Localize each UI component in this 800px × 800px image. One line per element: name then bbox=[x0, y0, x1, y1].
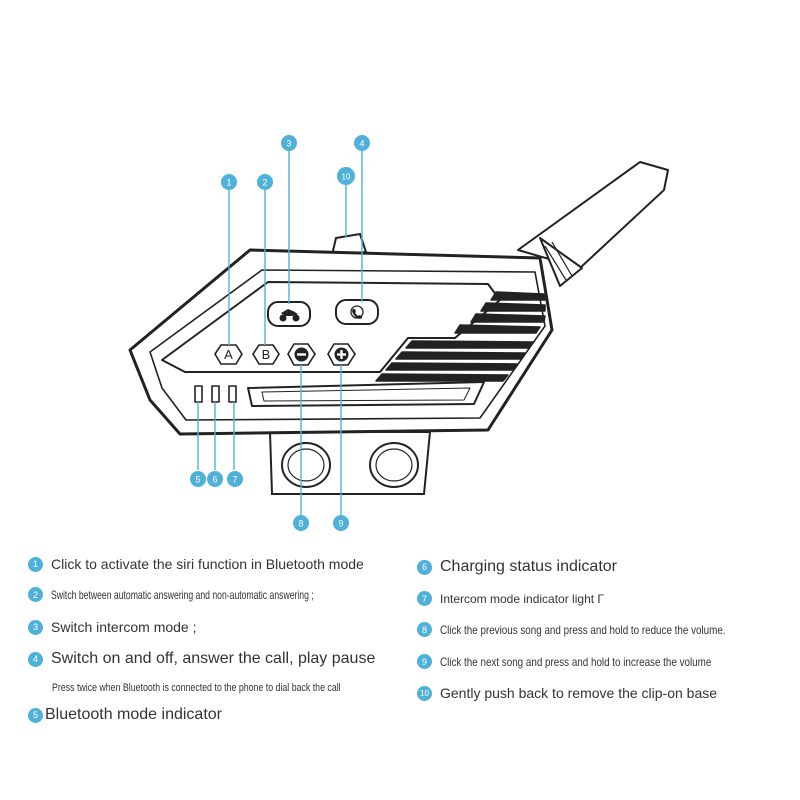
legend-text-6: Charging status indicator bbox=[440, 558, 617, 575]
siri-button-a[interactable]: A bbox=[214, 344, 243, 365]
svg-text:8: 8 bbox=[298, 519, 303, 529]
mounting-base bbox=[268, 431, 432, 495]
legend-badge-1: 1 bbox=[28, 556, 43, 572]
svg-text:10: 10 bbox=[342, 173, 351, 182]
svg-text:7: 7 bbox=[232, 475, 237, 485]
power-call-button[interactable] bbox=[335, 299, 379, 325]
volume-down-button[interactable] bbox=[287, 343, 316, 366]
legend-text-8: Click the previous song and press and ho… bbox=[440, 622, 726, 637]
legend-badge-2: 2 bbox=[28, 587, 43, 602]
callout-7: 7 bbox=[227, 471, 243, 487]
svg-text:4: 4 bbox=[359, 139, 364, 149]
legend-item-5: 5 Bluetooth mode indicator bbox=[28, 706, 222, 724]
legend-item-6: 6 Charging status indicator bbox=[417, 558, 617, 576]
legend-item-1: 1 Click to activate the siri function in… bbox=[28, 556, 364, 572]
legend-text-5: Bluetooth mode indicator bbox=[45, 706, 222, 723]
callout-9: 9 bbox=[333, 515, 349, 531]
callout-6: 6 bbox=[207, 471, 223, 487]
plus-icon bbox=[337, 350, 346, 359]
callout-3: 3 bbox=[281, 135, 297, 151]
intercom-button[interactable] bbox=[267, 301, 311, 327]
motorcycle-icon bbox=[279, 309, 300, 322]
leader-lines bbox=[197, 151, 363, 515]
legend-text-7: Intercom mode indicator light Г bbox=[440, 591, 604, 606]
legend-badge-4: 4 bbox=[28, 651, 43, 667]
legend-text-1: Click to activate the siri function in B… bbox=[51, 556, 364, 572]
callout-2: 2 bbox=[257, 174, 273, 190]
callout-8: 8 bbox=[293, 515, 309, 531]
charging-indicator-led bbox=[211, 385, 220, 403]
callout-5: 5 bbox=[190, 471, 206, 487]
legend-item-8: 8 Click the previous song and press and … bbox=[417, 622, 788, 637]
bluetooth-indicator-led bbox=[194, 385, 203, 403]
svg-text:3: 3 bbox=[286, 139, 291, 149]
callout-markers: 1 2 3 4 5 6 7 8 9 10 bbox=[190, 135, 370, 531]
auto-answer-button-b[interactable]: B bbox=[252, 344, 280, 365]
legend-badge-10: 10 bbox=[417, 685, 432, 701]
legend-item-7: 7 Intercom mode indicator light Г bbox=[417, 591, 604, 606]
minus-icon bbox=[297, 353, 306, 356]
antenna bbox=[517, 161, 669, 287]
legend-badge-9: 9 bbox=[417, 654, 432, 669]
intercom-indicator-led bbox=[228, 385, 237, 403]
phone-icon bbox=[350, 305, 364, 319]
legend-text-10: Gently push back to remove the clip-on b… bbox=[440, 685, 718, 701]
callout-4: 4 bbox=[354, 135, 370, 151]
legend-item-2: 2 Switch between automatic answering and… bbox=[28, 587, 416, 602]
legend-badge-7: 7 bbox=[417, 591, 432, 606]
legend-note-4: Press twice when Bluetooth is connected … bbox=[52, 682, 341, 694]
svg-text:9: 9 bbox=[338, 519, 343, 529]
legend-badge-6: 6 bbox=[417, 559, 432, 575]
callout-1: 1 bbox=[221, 174, 237, 190]
legend-badge-8: 8 bbox=[417, 622, 432, 637]
legend-text-9: Click the next song and press and hold t… bbox=[440, 654, 712, 669]
legend-text-4: Switch on and off, answer the call, play… bbox=[51, 650, 376, 667]
volume-up-button[interactable] bbox=[327, 343, 356, 366]
legend-badge-3: 3 bbox=[28, 619, 43, 635]
svg-text:2: 2 bbox=[262, 178, 267, 188]
legend-item-10: 10 Gently push back to remove the clip-o… bbox=[417, 685, 717, 701]
button-b-label: B bbox=[262, 347, 271, 362]
svg-text:1: 1 bbox=[226, 178, 231, 188]
legend-text-2: Switch between automatic answering and n… bbox=[51, 587, 314, 602]
legend-item-4: 4 Switch on and off, answer the call, pl… bbox=[28, 650, 375, 668]
legend-text-3: Switch intercom mode ; bbox=[51, 619, 197, 635]
legend-item-9: 9 Click the next song and press and hold… bbox=[417, 654, 771, 669]
callout-10: 10 bbox=[337, 167, 355, 185]
legend-item-3: 3 Switch intercom mode ; bbox=[28, 619, 197, 635]
button-a-label: A bbox=[224, 347, 233, 362]
svg-text:6: 6 bbox=[212, 475, 217, 485]
legend-badge-5: 5 bbox=[28, 707, 43, 723]
svg-text:5: 5 bbox=[195, 475, 200, 485]
